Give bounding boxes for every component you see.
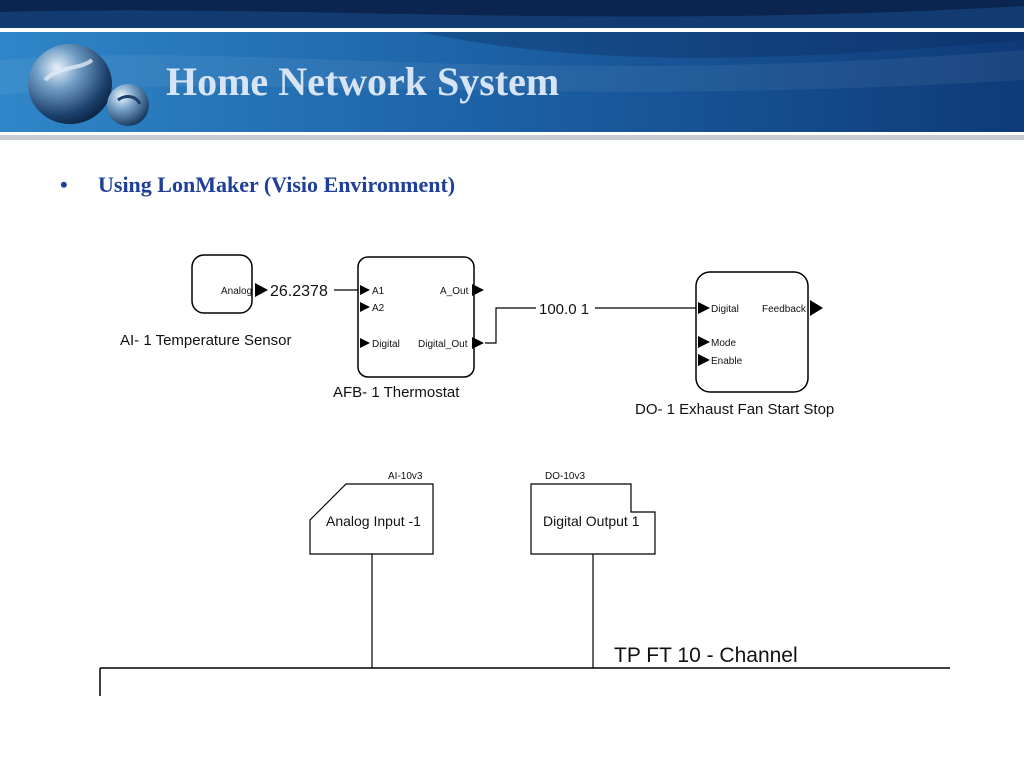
sensor-value: 26.2378	[270, 283, 328, 300]
thermostat-in-digital-arrow-icon	[360, 338, 370, 348]
fan-block[interactable]: Digital Mode Enable Feedback	[695, 271, 823, 393]
bullet-item: • Using LonMaker (Visio Environment)	[60, 172, 455, 198]
digital-output-tag: DO-10v3	[545, 471, 585, 482]
link-thermostat-fan	[485, 307, 536, 344]
analog-input-tag: AI-10v3	[388, 471, 423, 482]
sensor-caption: AI- 1 Temperature Sensor	[120, 332, 291, 349]
sensor-block[interactable]: Analog	[191, 254, 268, 314]
thermostat-port-a2: A2	[372, 303, 385, 314]
analog-input-label: Analog Input -1	[326, 513, 421, 529]
bullet-marker: •	[60, 172, 68, 197]
fan-port-mode: Mode	[711, 338, 736, 349]
channel-label: TP FT 10 - Channel	[614, 644, 798, 667]
bullet-text: Using LonMaker (Visio Environment)	[98, 172, 456, 197]
fan-in-enable-arrow-icon	[698, 354, 710, 366]
thermostat-out-a-arrow-icon	[472, 284, 484, 296]
thermostat-caption: AFB- 1 Thermostat	[333, 384, 460, 401]
fan-port-digital: Digital	[711, 304, 739, 315]
thermostat-port-digital: Digital	[372, 339, 400, 350]
thermostat-out-digital-arrow-icon	[472, 337, 484, 349]
analog-input-device[interactable]: Analog Input -1	[309, 483, 434, 555]
thermostat-in-a2-arrow-icon	[360, 302, 370, 312]
digital-output-label: Digital Output 1	[543, 513, 640, 529]
fan-port-feedback: Feedback	[762, 304, 807, 315]
thermostat-port-a-out: A_Out	[440, 286, 469, 297]
header-background	[0, 0, 1024, 140]
sensor-port-analog: Analog	[221, 286, 252, 297]
digital-output-device[interactable]: Digital Output 1	[530, 483, 656, 555]
sensor-output-arrow-icon	[255, 283, 268, 297]
fan-caption: DO- 1 Exhaust Fan Start Stop	[635, 401, 834, 418]
fan-out-feedback-arrow-icon	[810, 300, 823, 316]
thermostat-port-digital-out: Digital_Out	[418, 339, 468, 350]
link-value: 100.0 1	[539, 301, 589, 318]
slide-title: Home Network System	[166, 59, 560, 104]
thermostat-block[interactable]: A1 A2 Digital A_Out Digital_Out	[357, 256, 484, 378]
logo-orb-icon	[28, 44, 149, 126]
fan-in-mode-arrow-icon	[698, 336, 710, 348]
fan-port-enable: Enable	[711, 356, 743, 367]
slide-header: Home Network System	[0, 0, 1024, 140]
fan-in-digital-arrow-icon	[698, 302, 710, 314]
thermostat-in-a1-arrow-icon	[360, 285, 370, 295]
thermostat-port-a1: A1	[372, 286, 385, 297]
